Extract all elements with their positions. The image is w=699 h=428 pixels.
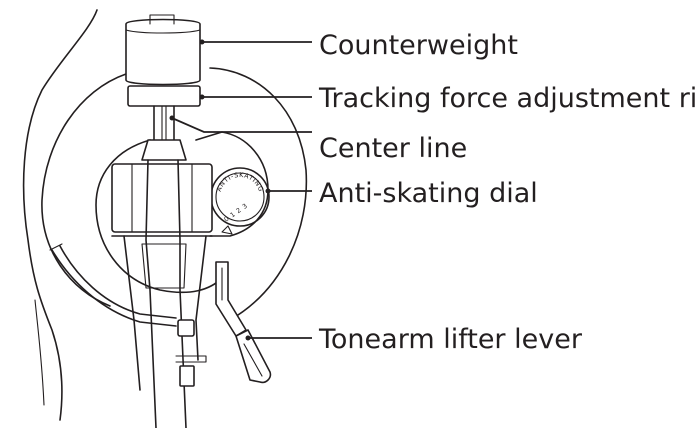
arm-rest-platform [51, 249, 177, 327]
plinth-outline [22, 9, 98, 421]
plinth-inner-curve [34, 299, 45, 406]
lifter-lever-grip [235, 329, 272, 384]
callout-label-tracking-force-ring: Tracking force adjustment ring [319, 83, 699, 114]
lifter-lever [215, 261, 247, 337]
leader-center-line [171, 117, 312, 133]
callout-label-tonearm-lifter-lever: Tonearm lifter lever [319, 324, 582, 355]
counterweight-body [125, 18, 201, 86]
callout-label-center-line: Center line [319, 133, 468, 164]
callout-label-counterweight: Counterweight [319, 30, 518, 61]
gimbal-yoke [141, 139, 187, 161]
pivot-housing [95, 139, 223, 294]
callout-label-anti-skating-dial: Anti-skating dial [319, 178, 538, 209]
arm-rear-shaft [153, 105, 175, 141]
callout-leaders [169, 39, 312, 341]
tonearm-base-ring [41, 73, 127, 307]
tracking-force-ring-body [127, 85, 201, 107]
arm-wand [145, 159, 157, 428]
